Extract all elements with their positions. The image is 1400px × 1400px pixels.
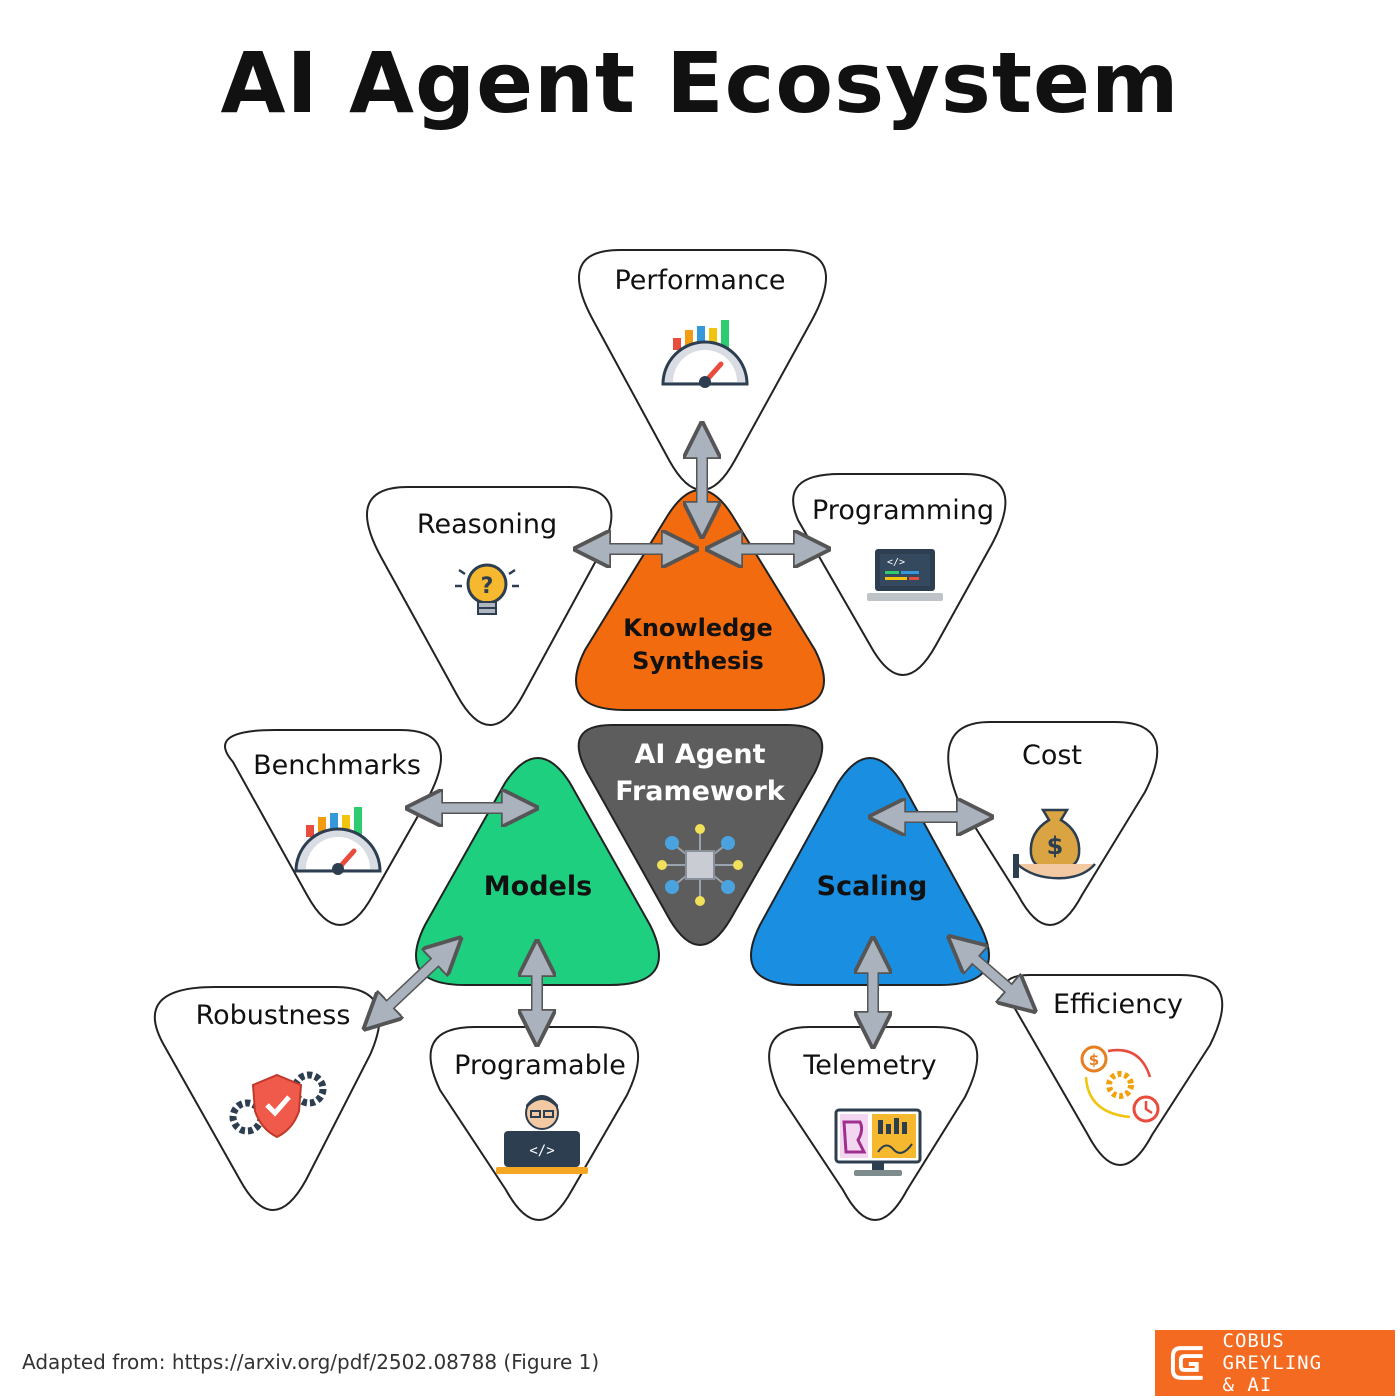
node-programable: Programable </> bbox=[429, 1026, 640, 1221]
robustness-label: Robustness bbox=[196, 1000, 351, 1031]
arrow-robustness-models bbox=[377, 950, 448, 1017]
node-telemetry: Telemetry bbox=[768, 1026, 979, 1221]
connector-arrows bbox=[377, 440, 1022, 1030]
page-title: AI Agent Ecosystem bbox=[220, 34, 1180, 132]
performance-label: Performance bbox=[614, 265, 785, 296]
money-bag-hand-icon: $ bbox=[1013, 808, 1096, 880]
programable-label: Programable bbox=[454, 1050, 626, 1081]
benchmarks-label: Benchmarks bbox=[253, 750, 421, 781]
svg-text:$: $ bbox=[1089, 1051, 1099, 1069]
core-knowledge-synthesis: Knowledge Synthesis bbox=[575, 489, 825, 711]
efficiency-label: Efficiency bbox=[1053, 989, 1183, 1020]
core-scaling: Scaling bbox=[750, 757, 990, 986]
center-ai-agent-framework: AI Agent Framework bbox=[577, 724, 824, 946]
models-label: Models bbox=[484, 871, 592, 902]
node-reasoning: Reasoning ? bbox=[366, 486, 613, 726]
lightbulb-question-icon: ? bbox=[455, 563, 519, 615]
node-robustness: Robustness bbox=[154, 986, 381, 1211]
cost-label: Cost bbox=[1022, 740, 1082, 771]
svg-text:?: ? bbox=[481, 574, 494, 599]
brand-line1: COBUS GREYLING bbox=[1222, 1330, 1323, 1374]
reasoning-label: Reasoning bbox=[417, 509, 557, 540]
knowledge-label-line2: Synthesis bbox=[632, 647, 764, 675]
node-programming: Programming </> bbox=[792, 473, 1007, 676]
telemetry-label: Telemetry bbox=[802, 1050, 936, 1081]
svg-text:</>: </> bbox=[529, 1143, 554, 1159]
svg-text:$: $ bbox=[1047, 832, 1064, 860]
scaling-label: Scaling bbox=[817, 871, 928, 902]
framework-label-line1: AI Agent bbox=[634, 739, 765, 770]
benchmarks-speedometer-icon bbox=[294, 807, 382, 875]
brand-text: COBUS GREYLING & AI bbox=[1223, 1330, 1395, 1396]
arrow-efficiency-scaling bbox=[962, 948, 1022, 1000]
svg-text:</>: </> bbox=[887, 557, 905, 568]
node-benchmarks: Benchmarks bbox=[224, 729, 442, 926]
shield-gears-icon bbox=[229, 1071, 327, 1139]
monitor-analytics-icon bbox=[834, 1108, 922, 1176]
performance-speedometer-icon bbox=[661, 320, 749, 388]
knowledge-label-line1: Knowledge bbox=[623, 614, 772, 642]
framework-label-line2: Framework bbox=[615, 776, 786, 807]
developer-laptop-icon: </> bbox=[496, 1095, 588, 1174]
knowledge-synthesis-triangle bbox=[575, 489, 825, 711]
source-citation: Adapted from: https://arxiv.org/pdf/2502… bbox=[22, 1350, 600, 1374]
brand-c-logo-icon bbox=[1170, 1346, 1203, 1380]
core-models: Models bbox=[415, 757, 660, 986]
brand-line2: & AI bbox=[1222, 1374, 1273, 1396]
node-performance: Performance bbox=[578, 249, 827, 491]
programming-label: Programming bbox=[812, 495, 994, 526]
laptop-code-icon: </> bbox=[867, 549, 943, 601]
brand-logo-box: COBUS GREYLING & AI bbox=[1155, 1330, 1395, 1396]
node-cost: Cost $ bbox=[947, 721, 1159, 926]
dollar-gear-clock-icon: $ bbox=[1080, 1045, 1160, 1123]
node-efficiency: Efficiency $ bbox=[1004, 974, 1224, 1166]
network-hub-icon bbox=[657, 824, 743, 906]
